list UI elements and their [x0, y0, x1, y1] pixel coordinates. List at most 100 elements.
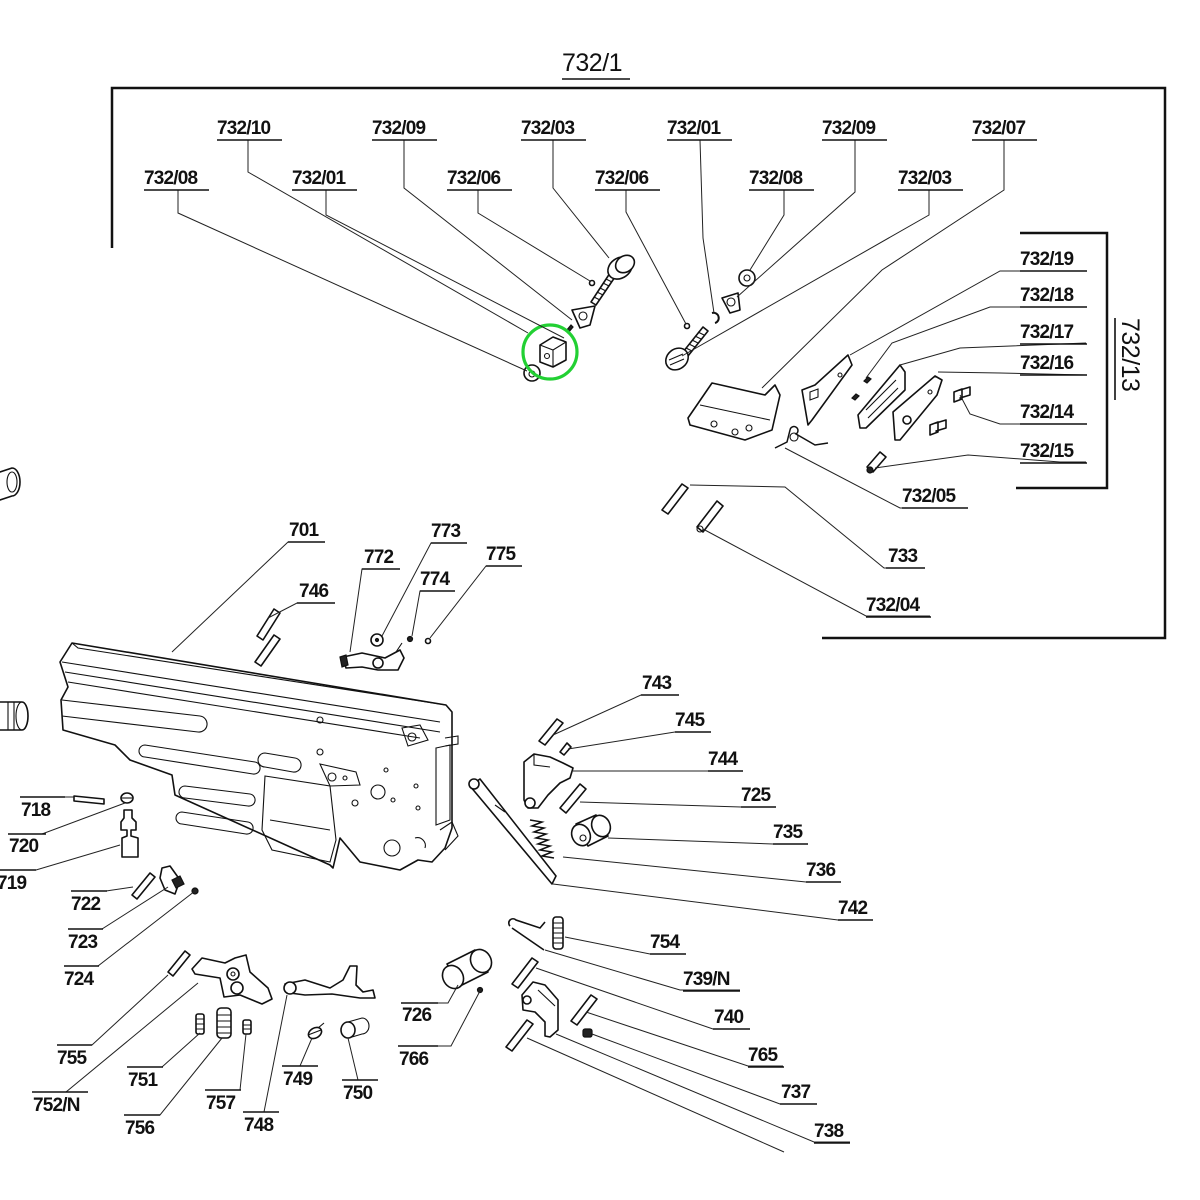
label-756[interactable]: 756: [124, 1114, 160, 1139]
label-745[interactable]: 745: [675, 710, 711, 733]
pin-718-part[interactable]: [73, 795, 105, 805]
sleeve-750-part[interactable]: [340, 1017, 370, 1039]
label-773[interactable]: 773: [431, 521, 467, 544]
label-751[interactable]: 751: [127, 1066, 163, 1091]
label-738[interactable]: 738: [814, 1121, 850, 1144]
pin-740-part[interactable]: [511, 957, 539, 989]
label-732-05[interactable]: 732/05: [902, 486, 968, 509]
label-732-03-b[interactable]: 732/03: [898, 168, 963, 191]
spring-751-part[interactable]: [195, 1013, 205, 1035]
label-735[interactable]: 735: [773, 822, 808, 845]
ball-775-part[interactable]: [424, 637, 432, 645]
clip-732-01b-part[interactable]: [711, 311, 720, 324]
label-755[interactable]: 755: [57, 1044, 92, 1069]
label-732-06-a[interactable]: 732/06: [447, 168, 512, 191]
label-757[interactable]: 757: [205, 1089, 241, 1114]
label-732-18[interactable]: 732/18: [1020, 285, 1087, 308]
label-748[interactable]: 748: [243, 1111, 279, 1136]
spring-739n-part[interactable]: [507, 917, 546, 951]
screw-720-part[interactable]: [120, 792, 134, 804]
pin-722-part[interactable]: [131, 872, 156, 900]
label-739n[interactable]: 739/N: [683, 969, 740, 992]
pin-725-part[interactable]: [559, 783, 587, 814]
pin-733-part[interactable]: [661, 483, 689, 515]
label-724[interactable]: 724: [64, 965, 99, 990]
label-732-09-b[interactable]: 732/09: [822, 118, 887, 141]
assembly-title[interactable]: 732/1: [562, 49, 623, 77]
trigger-748-part[interactable]: [283, 965, 376, 999]
ball-732-06b-part[interactable]: [683, 322, 691, 330]
screw-749-part[interactable]: [306, 1022, 325, 1041]
screw-773-part[interactable]: [370, 633, 384, 647]
pin-732-04-part[interactable]: [696, 500, 724, 533]
label-732-10[interactable]: 732/10: [217, 118, 282, 141]
label-732-08-b[interactable]: 732/08: [749, 168, 814, 191]
sub-assembly-title[interactable]: 732/13: [1116, 318, 1144, 391]
label-732-07[interactable]: 732/07: [972, 118, 1037, 141]
lever-744-part[interactable]: [523, 753, 574, 809]
sear-738-part[interactable]: [521, 981, 559, 1038]
label-766[interactable]: 766: [398, 1045, 438, 1070]
label-719[interactable]: 719: [0, 869, 36, 894]
pin-746-part[interactable]: [254, 608, 281, 667]
label-775[interactable]: 775: [486, 544, 522, 567]
rod-742-part[interactable]: [468, 778, 557, 885]
label-723[interactable]: 723: [68, 928, 103, 953]
label-732-16[interactable]: 732/16: [1020, 353, 1087, 376]
washer-732-08b-part[interactable]: [738, 269, 756, 287]
label-743[interactable]: 743: [641, 673, 679, 696]
label-752n[interactable]: 752/N: [32, 1091, 88, 1116]
label-732-14[interactable]: 732/14: [1020, 402, 1087, 425]
plate-732-19-part[interactable]: [801, 354, 853, 426]
pin-732-18b-part[interactable]: [851, 393, 860, 401]
label-754[interactable]: 754: [650, 932, 686, 955]
button-719-part[interactable]: [120, 809, 139, 858]
label-737[interactable]: 737: [780, 1082, 817, 1105]
label-749[interactable]: 749: [282, 1065, 318, 1090]
label-732-08-a[interactable]: 732/08: [144, 168, 209, 191]
label-740[interactable]: 740: [713, 1007, 750, 1030]
screw-732-03b-part[interactable]: [661, 326, 709, 374]
label-733[interactable]: 733: [886, 546, 925, 569]
roller-735-part[interactable]: [568, 812, 614, 849]
label-701[interactable]: 701: [288, 520, 325, 543]
pin-732-18-part[interactable]: [863, 376, 872, 384]
cover-plate-732-07-part[interactable]: [687, 382, 781, 441]
ball-732-06-part[interactable]: [588, 279, 596, 287]
label-765[interactable]: 765: [748, 1045, 784, 1068]
label-718[interactable]: 718: [20, 796, 65, 821]
label-732-01-a[interactable]: 732/01: [292, 168, 357, 191]
screw-732-03-part[interactable]: [590, 252, 638, 306]
label-732-19[interactable]: 732/19: [1020, 249, 1087, 272]
label-774[interactable]: 774: [420, 569, 455, 592]
cube-nut-732-10-part[interactable]: [539, 336, 567, 368]
clip-732-14-part[interactable]: [929, 386, 971, 436]
label-750[interactable]: 750: [342, 1079, 378, 1104]
label-732-04[interactable]: 732/04: [866, 595, 931, 618]
lever-723-part[interactable]: [159, 865, 185, 895]
hammer-752n-part[interactable]: [191, 954, 273, 1005]
plate-732-16-part[interactable]: [892, 375, 943, 441]
receiver-701-part[interactable]: [59, 642, 459, 871]
label-772[interactable]: 772: [362, 547, 400, 570]
bracket-732-09-part[interactable]: [571, 305, 596, 329]
pin-738-part[interactable]: [505, 1019, 534, 1052]
label-725[interactable]: 725: [741, 785, 776, 808]
cylinder-726-part[interactable]: [438, 946, 495, 993]
label-736[interactable]: 736: [806, 860, 841, 883]
label-726[interactable]: 726: [401, 1002, 438, 1026]
label-720[interactable]: 720: [8, 833, 46, 857]
ball-774-part[interactable]: [406, 635, 414, 643]
label-744[interactable]: 744: [708, 749, 743, 772]
pin-755-part[interactable]: [167, 950, 191, 977]
ball-766-part[interactable]: [476, 986, 484, 994]
spring-737-part[interactable]: [582, 1028, 593, 1038]
pin-765-part[interactable]: [570, 994, 598, 1026]
spring-736-part[interactable]: [529, 819, 555, 859]
lever-772-part[interactable]: [339, 642, 405, 671]
label-732-01-b[interactable]: 732/01: [667, 118, 732, 141]
bracket-732-09b-part[interactable]: [721, 292, 741, 314]
spring-754-part[interactable]: [552, 916, 564, 950]
label-732-17[interactable]: 732/17: [1020, 322, 1087, 345]
label-732-09-a[interactable]: 732/09: [372, 118, 437, 141]
